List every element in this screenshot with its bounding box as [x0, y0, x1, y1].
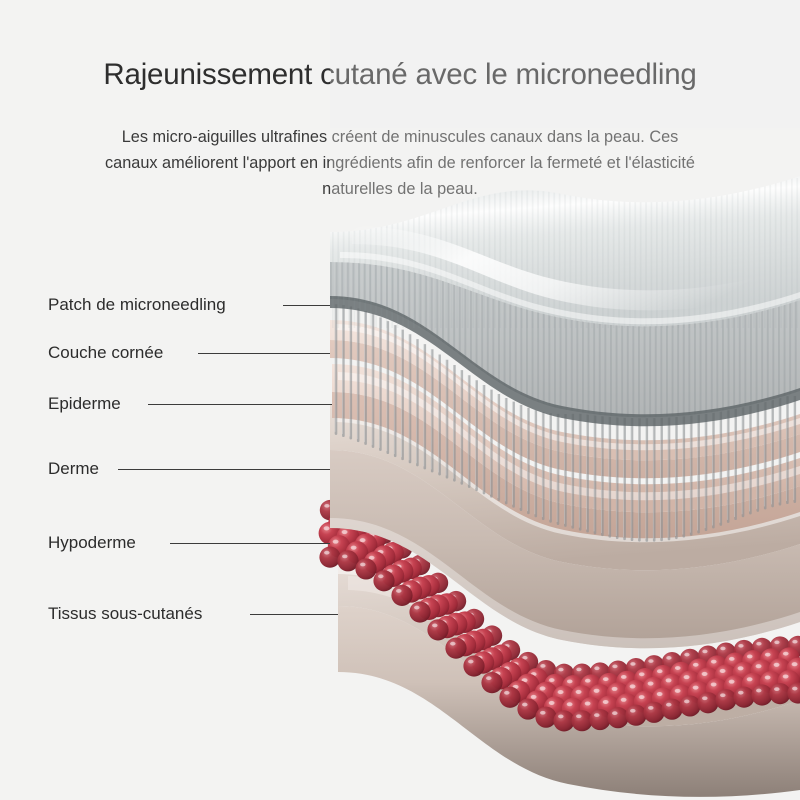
- layer-stratum-corneum: [330, 320, 800, 479]
- microneedles-group: [334, 304, 797, 542]
- layer-microneedling-patch: [330, 176, 800, 427]
- label-hypoderme: Hypoderme: [48, 533, 136, 552]
- label-tissus-sous-cutanes: Tissus sous-cutanés: [48, 604, 203, 623]
- leader-line-couche-cornee: [198, 353, 330, 354]
- leader-line-hypoderme: [170, 543, 330, 544]
- leader-line-derme: [118, 469, 330, 470]
- label-epiderme: Epiderme: [48, 394, 121, 413]
- page-subtitle: Les micro-aiguilles ultrafines créent de…: [100, 124, 700, 202]
- leader-line-patch: [283, 305, 330, 306]
- page-title: Rajeunissement cutané avec le microneedl…: [0, 58, 800, 92]
- layer-hypodermis-cells: [318, 499, 800, 732]
- label-derme: Derme: [48, 459, 100, 478]
- label-couche-cornee: Couche cornée: [48, 343, 164, 362]
- label-patch-de-microneedling: Patch de microneedling: [48, 295, 226, 314]
- leader-line-epiderme: [148, 404, 332, 405]
- leader-line-tissus: [250, 614, 338, 615]
